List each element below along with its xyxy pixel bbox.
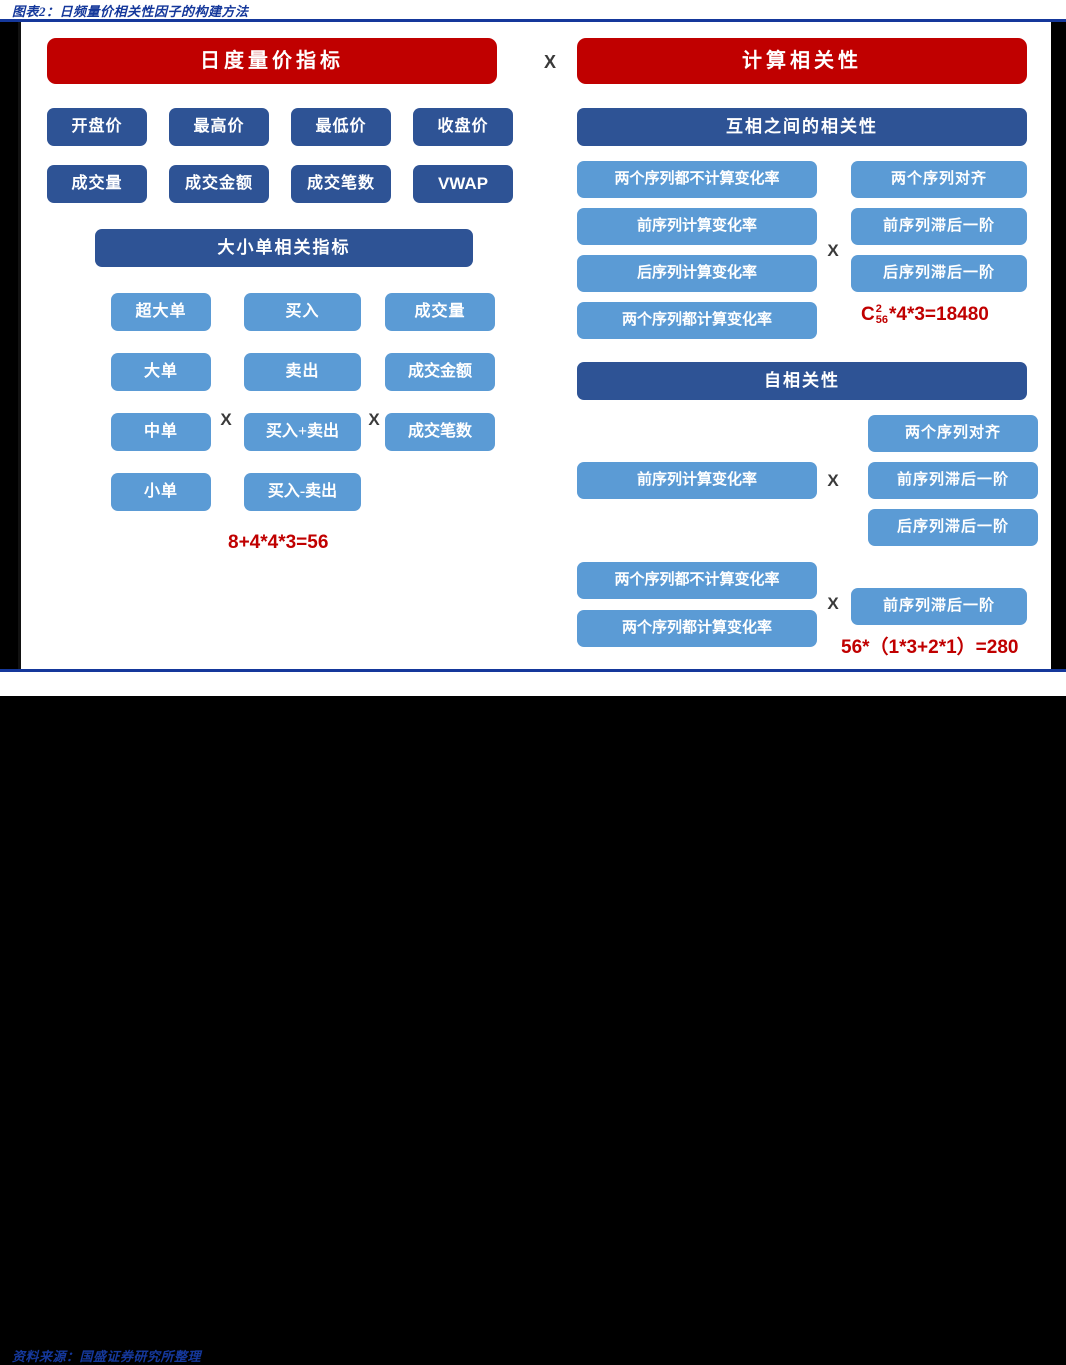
order-measure-box-volume: 成交量 (385, 293, 495, 331)
metric-box-vwap: VWAP (413, 165, 513, 203)
operator-x-auto-correlation: X (827, 471, 839, 490)
auto-g2-left-box-no-change-rate: 两个序列都不计算变化率 (577, 562, 817, 599)
cross-right-box-aligned: 两个序列对齐 (851, 161, 1027, 198)
combination-symbol-c: C (861, 304, 875, 325)
diagram-canvas: 日度量价指标 开盘价 最高价 最低价 收盘价 成交量 成交金额 成交笔数 VWA… (18, 22, 1051, 669)
order-measure-box-trade-count: 成交笔数 (385, 413, 495, 451)
operator-x-order-size-direction: X (220, 410, 232, 429)
order-size-box-medium: 中单 (111, 413, 211, 451)
operator-x-top: X (543, 51, 556, 72)
title-divider (0, 19, 1066, 22)
operator-x-direction-measure: X (368, 410, 380, 429)
metric-box-volume: 成交量 (47, 165, 147, 203)
operator-x-cross-correlation: X (827, 241, 839, 260)
auto-g1-right-box-aligned: 两个序列对齐 (868, 415, 1038, 452)
left-panel-header: 日度量价指标 (47, 38, 497, 84)
auto-g2-left-box-both-change-rate: 两个序列都计算变化率 (577, 610, 817, 647)
combination-subscript: 56 (875, 314, 888, 326)
auto-g1-left-box-front-change-rate: 前序列计算变化率 (577, 462, 817, 499)
page-title: 图表2：日频量价相关性因子的构建方法 (12, 4, 249, 19)
cross-left-box-front-change-rate: 前序列计算变化率 (577, 208, 817, 245)
metric-box-trade-count: 成交笔数 (291, 165, 391, 203)
auto-correlation-header: 自相关性 (577, 362, 1027, 400)
order-size-box-large: 大单 (111, 353, 211, 391)
order-direction-box-buy-minus-sell: 买入-卖出 (244, 473, 361, 511)
left-panel-formula: 8+4*4*3=56 (228, 532, 329, 553)
figure-title-bar: 图表2：日频量价相关性因子的构建方法 (0, 0, 1066, 22)
order-direction-box-buy: 买入 (244, 293, 361, 331)
order-direction-box-buy-plus-sell: 买入+卖出 (244, 413, 361, 451)
footer-bar: 资料来源：国盛证券研究所整理 (0, 672, 1066, 1364)
cross-left-box-back-change-rate: 后序列计算变化率 (577, 255, 817, 292)
metric-box-high-price: 最高价 (169, 108, 269, 146)
cross-right-box-back-lag: 后序列滞后一阶 (851, 255, 1027, 292)
footer-divider (0, 669, 1066, 672)
metric-box-low-price: 最低价 (291, 108, 391, 146)
cross-left-box-both-change-rate: 两个序列都计算变化率 (577, 302, 817, 339)
source-note: 资料来源：国盛证券研究所整理 (12, 1349, 202, 1364)
combination-superscript: 2 (875, 303, 882, 315)
order-size-box-super-large: 超大单 (111, 293, 211, 331)
operator-x-auto-bottom: X (827, 594, 839, 613)
cross-right-box-front-lag: 前序列滞后一阶 (851, 208, 1027, 245)
metric-box-close-price: 收盘价 (413, 108, 513, 146)
cross-correlation-formula: C 2 56 *4*3=18480 (861, 304, 989, 326)
order-measure-box-turnover: 成交金额 (385, 353, 495, 391)
order-size-box-small: 小单 (111, 473, 211, 511)
combination-tail: *4*3=18480 (888, 304, 989, 325)
order-indicator-header: 大小单相关指标 (95, 229, 473, 267)
auto-g1-right-box-front-lag: 前序列滞后一阶 (868, 462, 1038, 499)
cross-left-box-no-change-rate: 两个序列都不计算变化率 (577, 161, 817, 198)
auto-correlation-formula: 56*（1*3+2*1）=280 (841, 637, 1019, 658)
auto-g2-right-box-front-lag: 前序列滞后一阶 (851, 588, 1027, 625)
combination-indices: 2 56 (876, 304, 888, 326)
order-direction-box-sell: 卖出 (244, 353, 361, 391)
right-panel-header: 计算相关性 (577, 38, 1027, 84)
metric-box-turnover: 成交金额 (169, 165, 269, 203)
metric-box-open-price: 开盘价 (47, 108, 147, 146)
cross-correlation-header: 互相之间的相关性 (577, 108, 1027, 146)
auto-g1-right-box-back-lag: 后序列滞后一阶 (868, 509, 1038, 546)
